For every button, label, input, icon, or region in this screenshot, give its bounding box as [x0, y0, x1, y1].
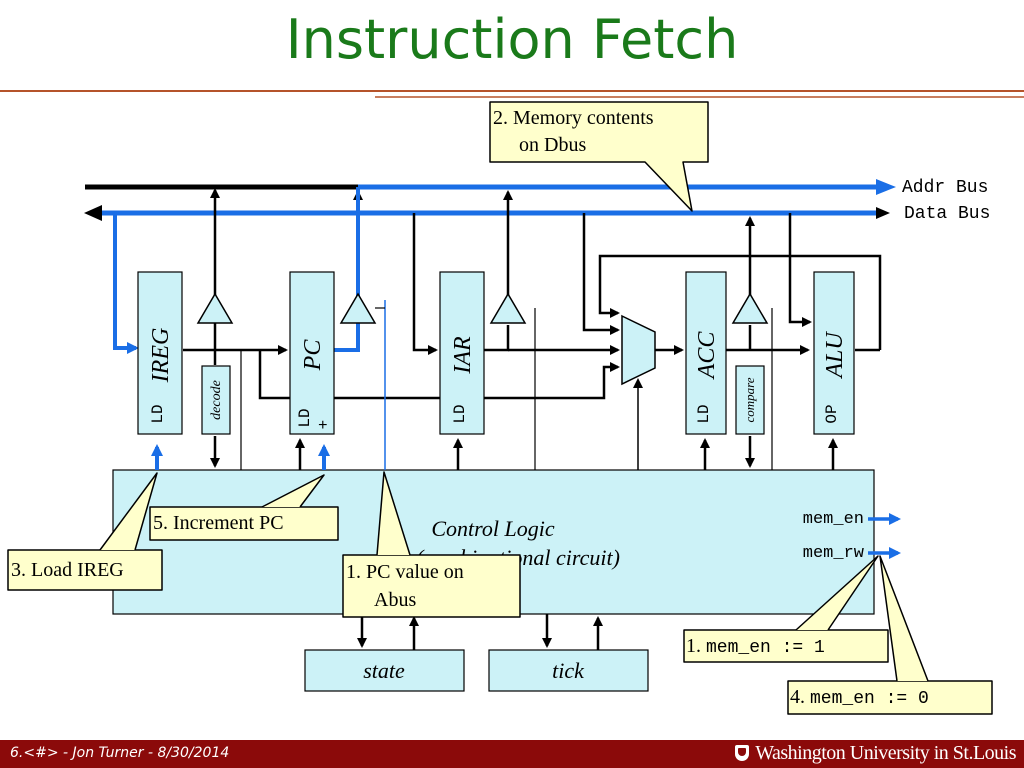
callout-mem-en-0: 4. mem_en := 0 [787, 555, 993, 715]
mem-en-label: mem_en [803, 510, 864, 529]
ireg-register: IREG LD [137, 271, 183, 435]
iar-register: IAR LD [439, 271, 485, 435]
decode-block: decode [201, 365, 231, 435]
acc-wires [700, 216, 810, 470]
ireg-label: IREG [148, 328, 174, 384]
callout-mem-en-1: 1. mem_en := 1 [683, 555, 889, 663]
svg-text:2. Memory contents: 2. Memory contents [493, 107, 654, 129]
addr-bus [85, 179, 896, 195]
datapath-diagram: IREG LD decode PC LD + IAR LD ACC LD com… [0, 90, 1024, 715]
svg-text:4. mem_en := 0: 4. mem_en := 0 [790, 686, 929, 709]
slide-title: Instruction Fetch [285, 8, 739, 71]
compare-label: compare [742, 377, 757, 422]
addr-bus-label: Addr Bus [902, 178, 988, 198]
svg-text:Abus: Abus [374, 589, 416, 611]
iar-label: IAR [450, 336, 476, 375]
data-bus-label: Data Bus [904, 204, 990, 224]
svg-text:1. PC value on: 1. PC value on [346, 561, 464, 583]
svg-text:on Dbus: on Dbus [519, 134, 586, 156]
ireg-data-path [113, 213, 139, 354]
pc-label: PC [300, 339, 326, 372]
pc-addr-path [334, 187, 360, 352]
iar-wires [412, 190, 620, 470]
decode-wires [183, 188, 620, 470]
mux [621, 314, 656, 386]
state-label: state [363, 658, 405, 683]
tick-block: tick [488, 614, 649, 692]
university-shield-icon [735, 745, 750, 761]
pc-register: PC LD + [289, 271, 335, 435]
footer-bar: 6.<#> - Jon Turner - 8/30/2014 Washingto… [0, 740, 1024, 768]
control-logic-label: Control Logic [431, 516, 554, 541]
data-bus [84, 205, 890, 221]
footer-university: Washington University in St.Louis [735, 742, 1016, 765]
ireg-tristate [196, 292, 234, 324]
mux-wires [582, 213, 882, 470]
svg-text:3. Load IREG: 3. Load IREG [11, 559, 124, 581]
alu-label: ALU [822, 331, 848, 380]
title-underline [0, 90, 1024, 98]
state-block: state [304, 614, 465, 692]
tick-label: tick [552, 658, 585, 683]
pc-ld-label: LD [296, 408, 314, 427]
callout-increment-pc: 5. Increment PC [149, 474, 339, 541]
pc-inc-label: + [318, 417, 328, 435]
ireg-ld-label: LD [149, 404, 167, 423]
iar-ld-label: LD [451, 404, 469, 423]
callout-pc-value: 1. PC value on Abus [342, 471, 521, 618]
footer-university-text: Washington University in St.Louis [755, 742, 1016, 764]
alu-op-label: OP [823, 404, 841, 423]
alu-register: ALU OP [813, 271, 855, 435]
decode-label: decode [209, 380, 224, 420]
pc-tristate [339, 292, 377, 324]
callout-memory-contents: 2. Memory contents on Dbus [489, 101, 709, 212]
acc-label: ACC [694, 331, 720, 381]
acc-register: ACC LD [685, 271, 727, 435]
iar-tristate [489, 292, 527, 324]
svg-text:1. mem_en := 1: 1. mem_en := 1 [686, 635, 825, 658]
compare-block: compare [735, 365, 765, 435]
alu-wires [788, 213, 880, 470]
mem-rw-label: mem_rw [803, 544, 865, 563]
acc-tristate [731, 292, 769, 324]
callout-load-ireg: 3. Load IREG [7, 472, 163, 591]
footer-slide-info: 6.<#> - Jon Turner - 8/30/2014 [10, 745, 230, 761]
acc-ld-label: LD [695, 404, 713, 423]
svg-text:5. Increment PC: 5. Increment PC [153, 512, 284, 534]
